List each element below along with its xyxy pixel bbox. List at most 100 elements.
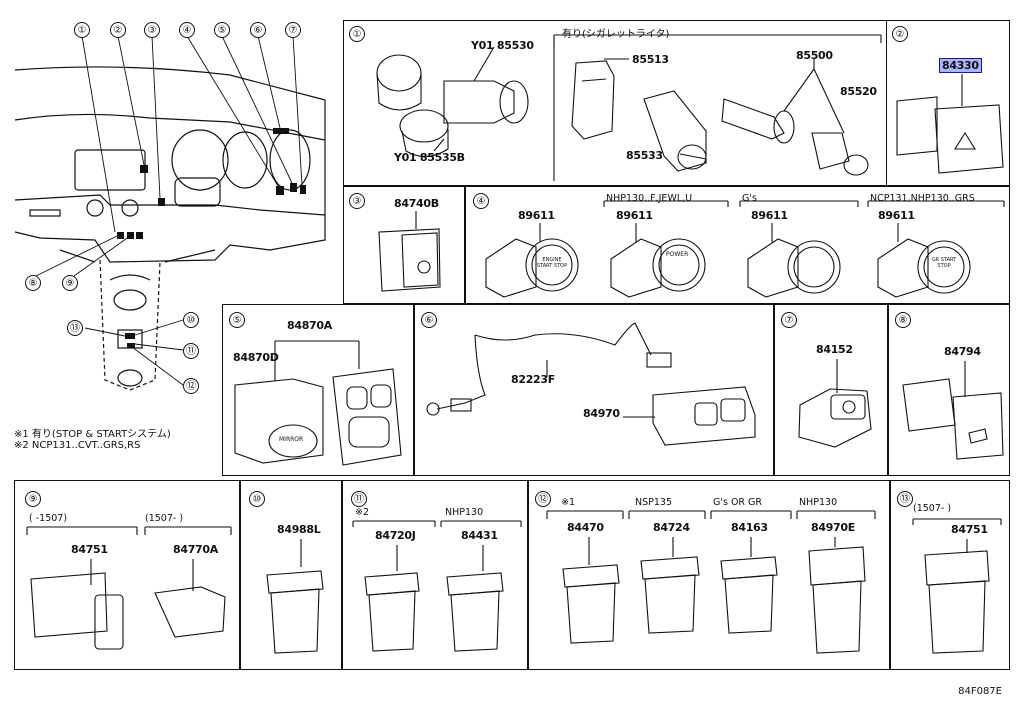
panel-number: ⑪ — [351, 491, 367, 507]
part-84751[interactable]: 84751 — [71, 543, 108, 556]
part-84870d[interactable]: 84870D — [233, 351, 279, 364]
panel-10: ⑩ 84988L — [240, 480, 342, 670]
panel-1-drawing — [376, 34, 882, 181]
note-2: ※2 NCP131..CVT..GRS,RS — [14, 440, 141, 451]
range-label: (1507- ) — [913, 503, 952, 514]
panel-number: ⑨ — [25, 491, 41, 507]
part-85520[interactable]: 85520 — [840, 85, 877, 98]
callout-11[interactable]: ⑪ — [183, 343, 199, 359]
part-85500[interactable]: 85500 — [796, 49, 833, 62]
button-text: GR START STOP — [931, 257, 957, 269]
variant-label: NHP130 — [445, 507, 484, 518]
part-84724[interactable]: 84724 — [653, 521, 690, 534]
callout-8[interactable]: ⑧ — [25, 275, 41, 291]
callout-10[interactable]: ⑩ — [183, 312, 199, 328]
panel-number: ③ — [349, 193, 365, 209]
part-89611[interactable]: 89611 — [616, 209, 653, 222]
hazard-triangle-icon — [954, 131, 976, 150]
panel-9: ⑨ ( -1507) (1507- ) 84751 84770A — [14, 480, 240, 670]
panel-3: ③ 84740B — [343, 186, 465, 304]
part-89611[interactable]: 89611 — [878, 209, 915, 222]
part-84740b[interactable]: 84740B — [394, 197, 439, 210]
callout-13[interactable]: ⑬ — [67, 320, 83, 336]
panel-11-drawing — [352, 520, 522, 652]
panel-8: ⑧ 84794 — [888, 304, 1010, 476]
part-84794[interactable]: 84794 — [944, 345, 981, 358]
part-84152[interactable]: 84152 — [816, 343, 853, 356]
part-89611[interactable]: 89611 — [518, 209, 555, 222]
panel-1-cigarette-lighter: ① 有り(シガレットライタ) — [343, 20, 887, 186]
callout-6[interactable]: ⑥ — [250, 22, 266, 38]
panel-10-drawing — [266, 539, 324, 654]
variant-label: ※1 — [561, 497, 576, 508]
part-84970[interactable]: 84970 — [583, 407, 620, 420]
callout-4[interactable]: ④ — [179, 22, 195, 38]
callout-12[interactable]: ⑫ — [183, 378, 199, 394]
part-85513[interactable]: 85513 — [632, 53, 669, 66]
panel-number: ⑦ — [781, 312, 797, 328]
variant-label: NCP131,NHP130..GRS — [870, 193, 975, 204]
variant-label: NSP135 — [635, 497, 672, 508]
panel-2-hazard-switch: ② 84330 — [886, 20, 1010, 186]
part-y01-85530[interactable]: Y01 85530 — [471, 39, 534, 52]
callout-7[interactable]: ⑦ — [285, 22, 301, 38]
part-84431[interactable]: 84431 — [461, 529, 498, 542]
part-y01-85535b[interactable]: Y01 85535B — [394, 151, 465, 164]
panel-4-push-start: ④ NHP130..F,JEWL,U G's NCP131,NHP130..GR… — [465, 186, 1010, 304]
callout-3[interactable]: ③ — [144, 22, 160, 38]
panel-number: ② — [892, 26, 908, 42]
button-text: POWER — [666, 251, 689, 258]
panel-number: ⑬ — [897, 491, 913, 507]
panel-4-drawing — [485, 200, 1005, 298]
variant-label: NHP130..F,JEWL,U — [606, 193, 693, 204]
part-89611[interactable]: 89611 — [751, 209, 788, 222]
variant-label: G's OR GR — [713, 497, 763, 508]
callout-1[interactable]: ① — [74, 22, 90, 38]
variant-label: ※2 — [355, 507, 370, 518]
panel-13: ⑬ (1507- ) 84751 — [890, 480, 1010, 670]
part-84163[interactable]: 84163 — [731, 521, 768, 534]
panel-5-mirror-switch: ⑤ 84870A 84870D MIRROR — [222, 304, 414, 476]
part-84870a[interactable]: 84870A — [287, 319, 332, 332]
part-84770a[interactable]: 84770A — [173, 543, 218, 556]
panel-number: ⑫ — [535, 491, 551, 507]
part-84330[interactable]: 84330 — [939, 58, 982, 73]
callout-5[interactable]: ⑤ — [214, 22, 230, 38]
panel-6: ⑥ 82223F 84970 — [414, 304, 774, 476]
part-82223f[interactable]: 82223F — [511, 373, 555, 386]
panel-3-drawing — [378, 211, 441, 292]
panel-7-drawing — [798, 359, 872, 448]
panel-5-drawing — [234, 340, 402, 466]
panel-number: ④ — [473, 193, 489, 209]
panel-number: ⑧ — [895, 312, 911, 328]
button-text: ENGINE START STOP — [536, 257, 568, 269]
range-label: (1507- ) — [145, 513, 184, 524]
part-84470[interactable]: 84470 — [567, 521, 604, 534]
part-85533[interactable]: 85533 — [626, 149, 663, 162]
overview-diagram: ① ② ③ ④ ⑤ ⑥ ⑦ ⑧ ⑨ ⑩ ⑪ ⑫ ⑬ ※1 有り(STOP & S… — [0, 0, 340, 470]
panel-13-drawing — [912, 518, 1002, 654]
panel-6-drawing — [426, 322, 756, 446]
panel-number: ⑩ — [249, 491, 265, 507]
diagram-code: 84F087E — [958, 686, 1002, 697]
panel-9-drawing — [26, 526, 232, 650]
switch-icon — [417, 260, 431, 274]
panel-number: ⑥ — [421, 312, 437, 328]
callout-9[interactable]: ⑨ — [62, 275, 78, 291]
panel-7: ⑦ 84152 — [774, 304, 888, 476]
panel-8-drawing — [902, 361, 1004, 460]
panel-12-drawing — [546, 510, 876, 654]
part-84988l[interactable]: 84988L — [277, 523, 321, 536]
part-84751[interactable]: 84751 — [951, 523, 988, 536]
dashboard-illustration — [14, 35, 326, 391]
range-label: ( -1507) — [29, 513, 68, 524]
part-84970e[interactable]: 84970E — [811, 521, 855, 534]
mirror-button-label: MIRROR — [279, 436, 304, 443]
panel-2-drawing — [896, 74, 1004, 174]
panel-number: ⑤ — [229, 312, 245, 328]
callout-2[interactable]: ② — [110, 22, 126, 38]
panel-12: ⑫ ※1 NSP135 G's OR GR NHP130 84470 84724… — [528, 480, 890, 670]
note-1: ※1 有り(STOP & STARTシステム) — [14, 429, 171, 440]
variant-label: NHP130 — [799, 497, 838, 508]
part-84720j[interactable]: 84720J — [375, 529, 416, 542]
